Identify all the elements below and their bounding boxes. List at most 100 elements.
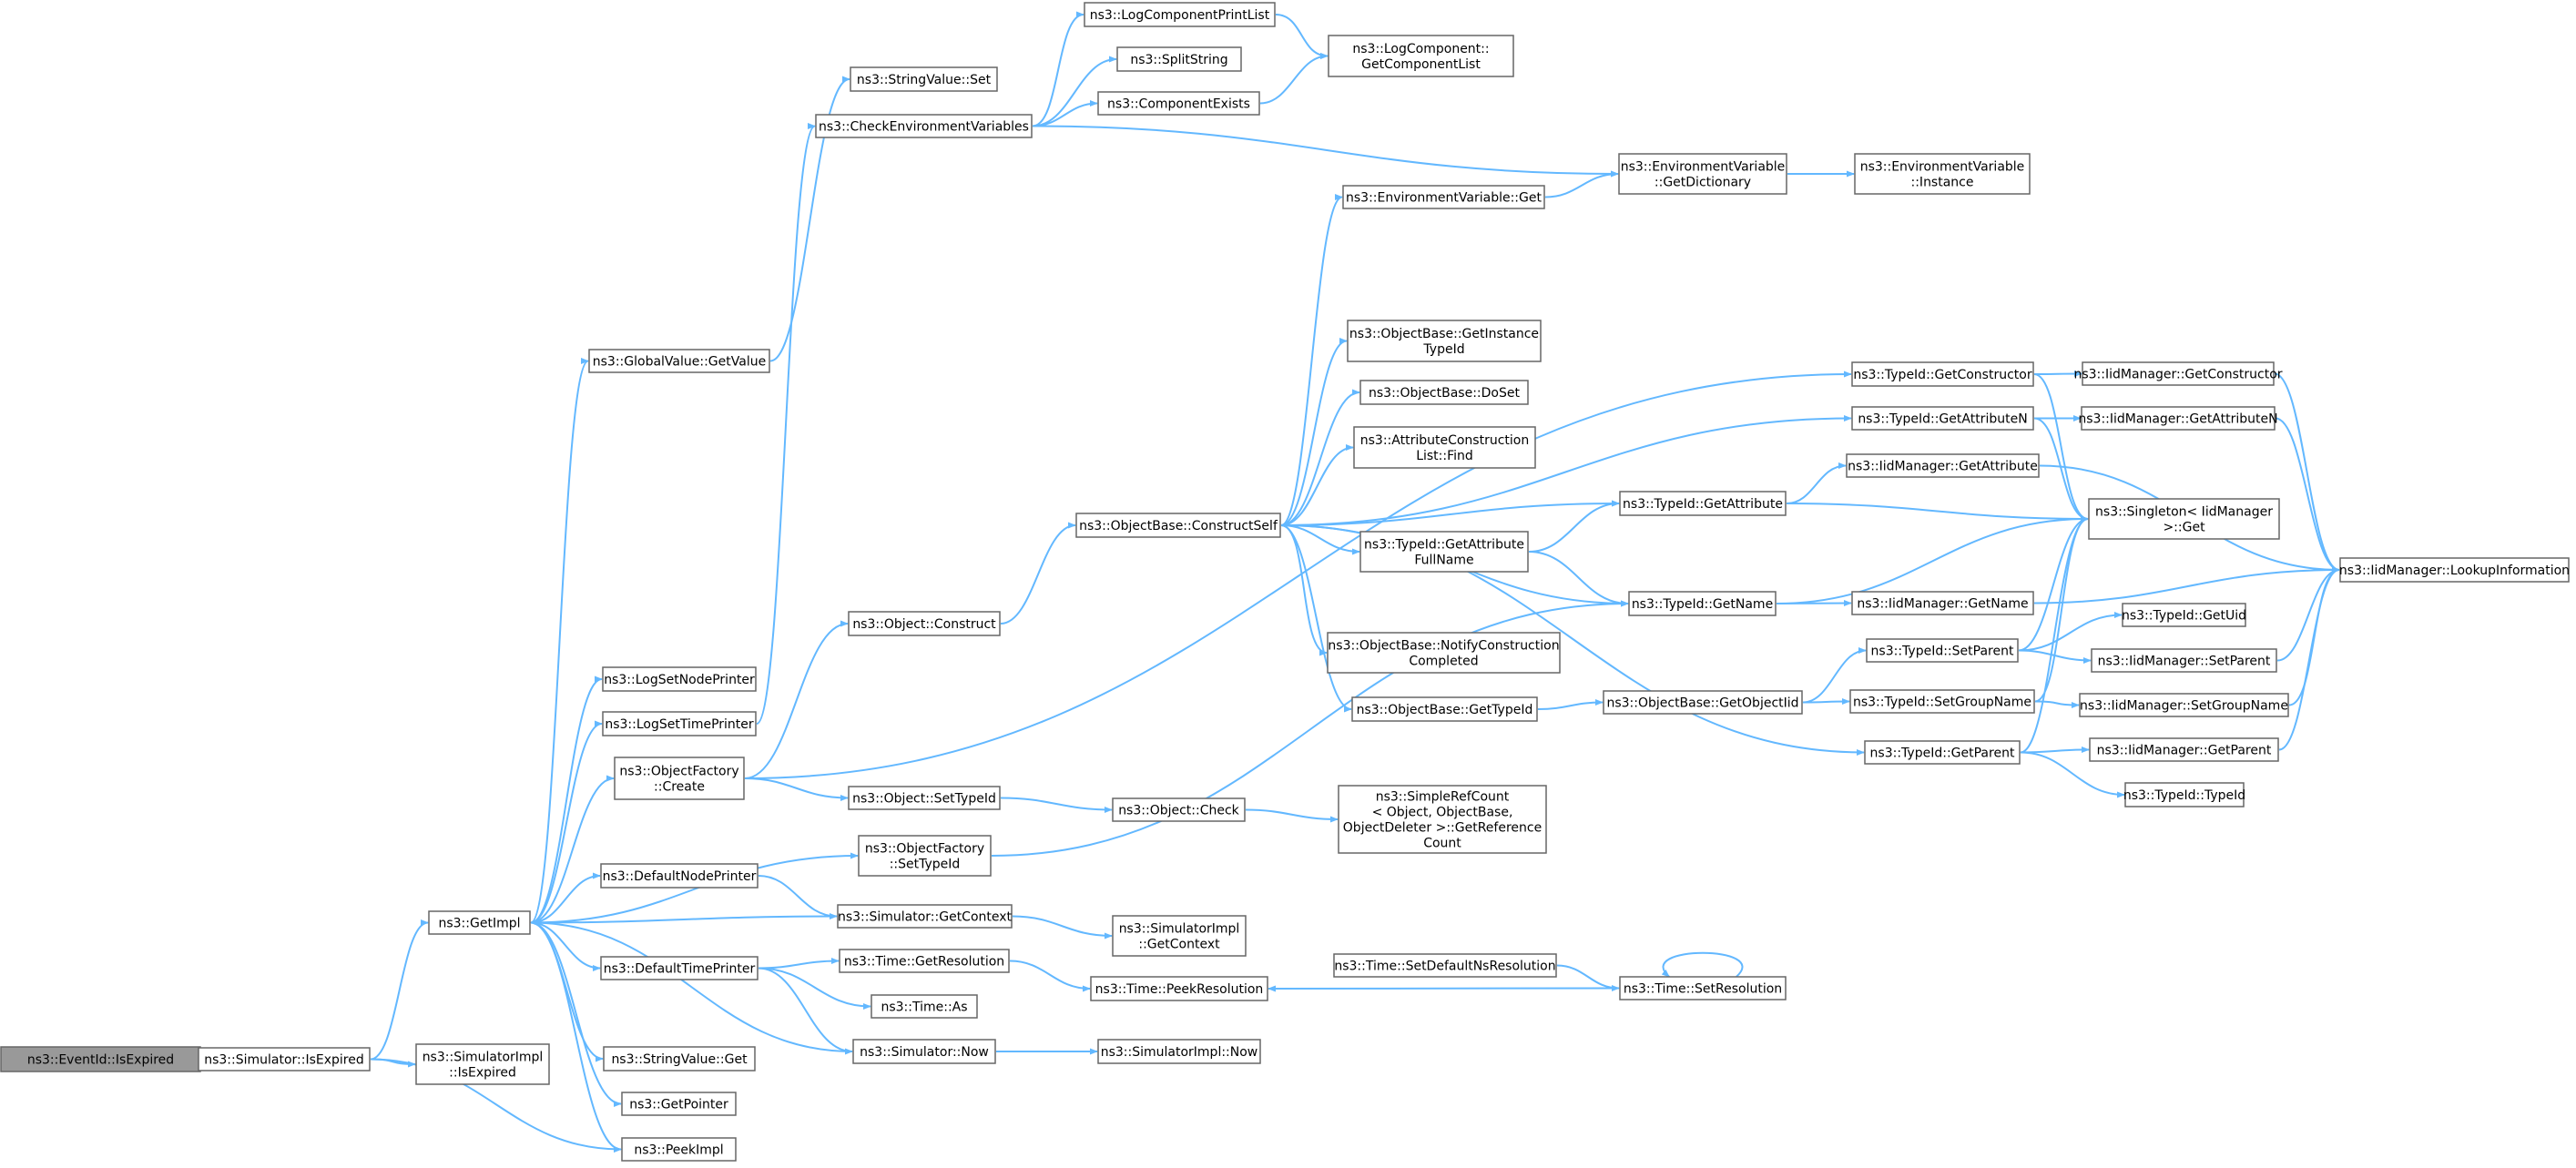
node-iid_lookupinformation[interactable]: ns3::IidManager::LookupInformation: [2339, 557, 2570, 583]
node-doset[interactable]: ns3::ObjectBase::DoSet: [1359, 380, 1529, 405]
node-typeid_getname[interactable]: ns3::TypeId::GetName: [1628, 591, 1777, 616]
node-objectfactory_settypeid[interactable]: ns3::ObjectFactory::SetTypeId: [858, 835, 992, 877]
node-box: [1849, 689, 2035, 714]
node-simulator_now[interactable]: ns3::Simulator::Now: [852, 1039, 996, 1064]
node-simulatorimpl_getcontext[interactable]: ns3::SimulatorImpl::GetContext: [1112, 915, 1247, 957]
node-box: [815, 114, 1033, 138]
node-label: ObjectDeleter >::GetReference: [1343, 820, 1542, 835]
node-isexpired_eventid[interactable]: ns3::EventId::IsExpired: [0, 1046, 201, 1072]
node-checkenv[interactable]: ns3::CheckEnvironmentVariables: [815, 114, 1033, 138]
node-time_setresolution[interactable]: ns3::Time::SetResolution: [1619, 976, 1787, 1000]
node-peekimpl[interactable]: ns3::PeekImpl: [621, 1137, 737, 1162]
node-label: ::Create: [654, 779, 705, 794]
node-box: [1333, 953, 1557, 978]
node-box: [600, 956, 759, 980]
node-label: FullName: [1414, 553, 1473, 567]
node-typeid_getparent[interactable]: ns3::TypeId::GetParent: [1864, 740, 2021, 765]
edge-typeid_setparent-to-singleton_get: [2018, 515, 2089, 652]
node-typeid_getattributen[interactable]: ns3::TypeId::GetAttributeN: [1851, 406, 2034, 431]
node-getimpl[interactable]: ns3::GetImpl: [428, 910, 531, 935]
node-box: [2339, 557, 2570, 583]
node-box: [1359, 380, 1529, 405]
node-constructself[interactable]: ns3::ObjectBase::ConstructSelf: [1075, 513, 1281, 538]
edge-iid_getattributen-to-iid_lookupinformation: [2275, 417, 2340, 574]
node-label: ns3::ObjectBase::GetObjectIid: [1606, 696, 1798, 710]
node-time_peekresolution[interactable]: ns3::Time::PeekResolution: [1090, 976, 1268, 1001]
node-componentexists[interactable]: ns3::ComponentExists: [1097, 91, 1260, 116]
node-logsetnodeprinter[interactable]: ns3::LogSetNodePrinter: [602, 666, 757, 692]
node-logcomponentprintlist[interactable]: ns3::LogComponentPrintList: [1084, 2, 1276, 27]
node-box: [1338, 785, 1547, 854]
edge-time_setresolution-to-time_peekresolution: [1268, 985, 1620, 992]
node-object_check[interactable]: ns3::Object::Check: [1112, 797, 1246, 822]
node-logsettimeprinter[interactable]: ns3::LogSetTimePrinter: [602, 711, 757, 736]
node-simulatorimpl_isexpired[interactable]: ns3::SimulatorImpl::IsExpired: [415, 1043, 550, 1085]
node-simulator_getcontext[interactable]: ns3::Simulator::GetContext: [837, 904, 1013, 929]
node-object_construct[interactable]: ns3::Object::Construct: [848, 611, 1001, 636]
node-splitstring[interactable]: ns3::SplitString: [1116, 46, 1242, 72]
edge-typeid_getconstructor-to-singleton_get: [2033, 373, 2089, 523]
node-iid_getattributen[interactable]: ns3::IidManager::GetAttributeN: [2078, 406, 2278, 431]
node-time_setdefaultnsresolution[interactable]: ns3::Time::SetDefaultNsResolution: [1333, 953, 1557, 978]
node-label: ns3::SimpleRefCount: [1376, 789, 1510, 804]
node-iid_getparent[interactable]: ns3::IidManager::GetParent: [2089, 737, 2279, 762]
node-typeid_getconstructor[interactable]: ns3::TypeId::GetConstructor: [1851, 361, 2034, 387]
node-simulatorimpl_now[interactable]: ns3::SimulatorImpl::Now: [1097, 1039, 1261, 1064]
node-time_getresolution[interactable]: ns3::Time::GetResolution: [839, 949, 1010, 973]
node-iid_getattribute[interactable]: ns3::IidManager::GetAttribute: [1846, 453, 2040, 478]
node-objectbase_gettypeid[interactable]: ns3::ObjectBase::GetTypeId: [1351, 696, 1538, 722]
node-iid_getname[interactable]: ns3::IidManager::GetName: [1851, 591, 2034, 615]
node-label: ns3::EnvironmentVariable: [1860, 159, 2025, 174]
node-time_as[interactable]: ns3::Time::As: [871, 994, 978, 1019]
node-typeid_setgroupname[interactable]: ns3::TypeId::SetGroupName: [1849, 689, 2035, 714]
node-globalvalue_getvalue[interactable]: ns3::GlobalValue::GetValue: [588, 349, 770, 373]
node-box: [2088, 498, 2280, 540]
edge-typeid_getname-to-singleton_get: [1776, 515, 2089, 604]
node-simulator_isexpired[interactable]: ns3::Simulator::IsExpired: [198, 1047, 371, 1072]
node-getcomponentlist[interactable]: ns3::LogComponent::GetComponentList: [1328, 35, 1514, 77]
node-box: [1864, 740, 2021, 765]
node-box: [2124, 782, 2245, 807]
node-objectfactory_create[interactable]: ns3::ObjectFactory::Create: [614, 757, 745, 800]
node-singleton_get[interactable]: ns3::Singleton< IidManager >::Get: [2088, 498, 2280, 540]
node-label: TypeId: [1422, 342, 1464, 357]
node-objectbase_getobjectiid[interactable]: ns3::ObjectBase::GetObjectIid: [1603, 690, 1803, 715]
node-iid_setgroupname[interactable]: ns3::IidManager::SetGroupName: [2079, 693, 2289, 717]
node-label: ns3::IidManager::SetGroupName: [2080, 698, 2288, 713]
edge-objectfactory_create-to-object_settypeid: [744, 777, 849, 802]
node-label: ns3::ObjectBase::DoSet: [1369, 386, 1520, 401]
node-typeid_getuid[interactable]: ns3::TypeId::GetUid: [2122, 603, 2246, 627]
node-defaulttimeprinter[interactable]: ns3::DefaultTimePrinter: [600, 956, 759, 980]
node-label: ns3::CheckEnvironmentVariables: [819, 119, 1029, 134]
node-iid_getconstructor[interactable]: ns3::IidManager::GetConstructor: [2073, 361, 2283, 386]
node-iid_setparent[interactable]: ns3::IidManager::SetParent: [2091, 648, 2277, 673]
node-label: ns3::LogSetNodePrinter: [604, 673, 755, 687]
node-refcount[interactable]: ns3::SimpleRefCount< Object, ObjectBase,…: [1338, 785, 1547, 854]
node-getpointer[interactable]: ns3::GetPointer: [621, 1092, 737, 1116]
node-envvar_getdict[interactable]: ns3::EnvironmentVariable::GetDictionary: [1618, 153, 1787, 195]
edge-getimpl-to-logsetnodeprinter: [530, 675, 603, 924]
edge-iid_getname-to-iid_lookupinformation: [2033, 566, 2340, 604]
edge-iid_setparent-to-iid_lookupinformation: [2276, 566, 2340, 662]
node-notifyconstruction[interactable]: ns3::ObjectBase::NotifyConstructionCompl…: [1327, 632, 1561, 674]
edge-typeid_getparent-to-singleton_get: [2020, 515, 2089, 754]
node-box: [1619, 491, 1787, 516]
node-typeid_typeid[interactable]: ns3::TypeId::TypeId: [2123, 782, 2245, 807]
node-box: [1851, 591, 2034, 615]
node-label: ns3::ObjectFactory: [619, 764, 738, 778]
node-label: ns3::IidManager::SetParent: [2098, 654, 2271, 668]
node-label: ns3::Object::Check: [1118, 803, 1239, 818]
node-typeid_setparent[interactable]: ns3::TypeId::SetParent: [1866, 638, 2019, 663]
node-object_settypeid[interactable]: ns3::Object::SetTypeId: [848, 786, 1001, 810]
node-stringvalue_get[interactable]: ns3::StringValue::Get: [603, 1046, 756, 1072]
node-typeid_getattribute[interactable]: ns3::TypeId::GetAttribute: [1619, 491, 1787, 516]
node-defaultnodeprinter[interactable]: ns3::DefaultNodePrinter: [600, 863, 759, 889]
node-box: [2091, 648, 2277, 673]
node-stringvalue_set[interactable]: ns3::StringValue::Set: [850, 66, 998, 92]
node-envvar_instance[interactable]: ns3::EnvironmentVariable::Instance: [1854, 153, 2031, 195]
edge-objectbase_gettypeid-to-objectbase_getobjectiid: [1537, 698, 1604, 710]
node-envvar_get[interactable]: ns3::EnvironmentVariable::Get: [1342, 185, 1545, 209]
